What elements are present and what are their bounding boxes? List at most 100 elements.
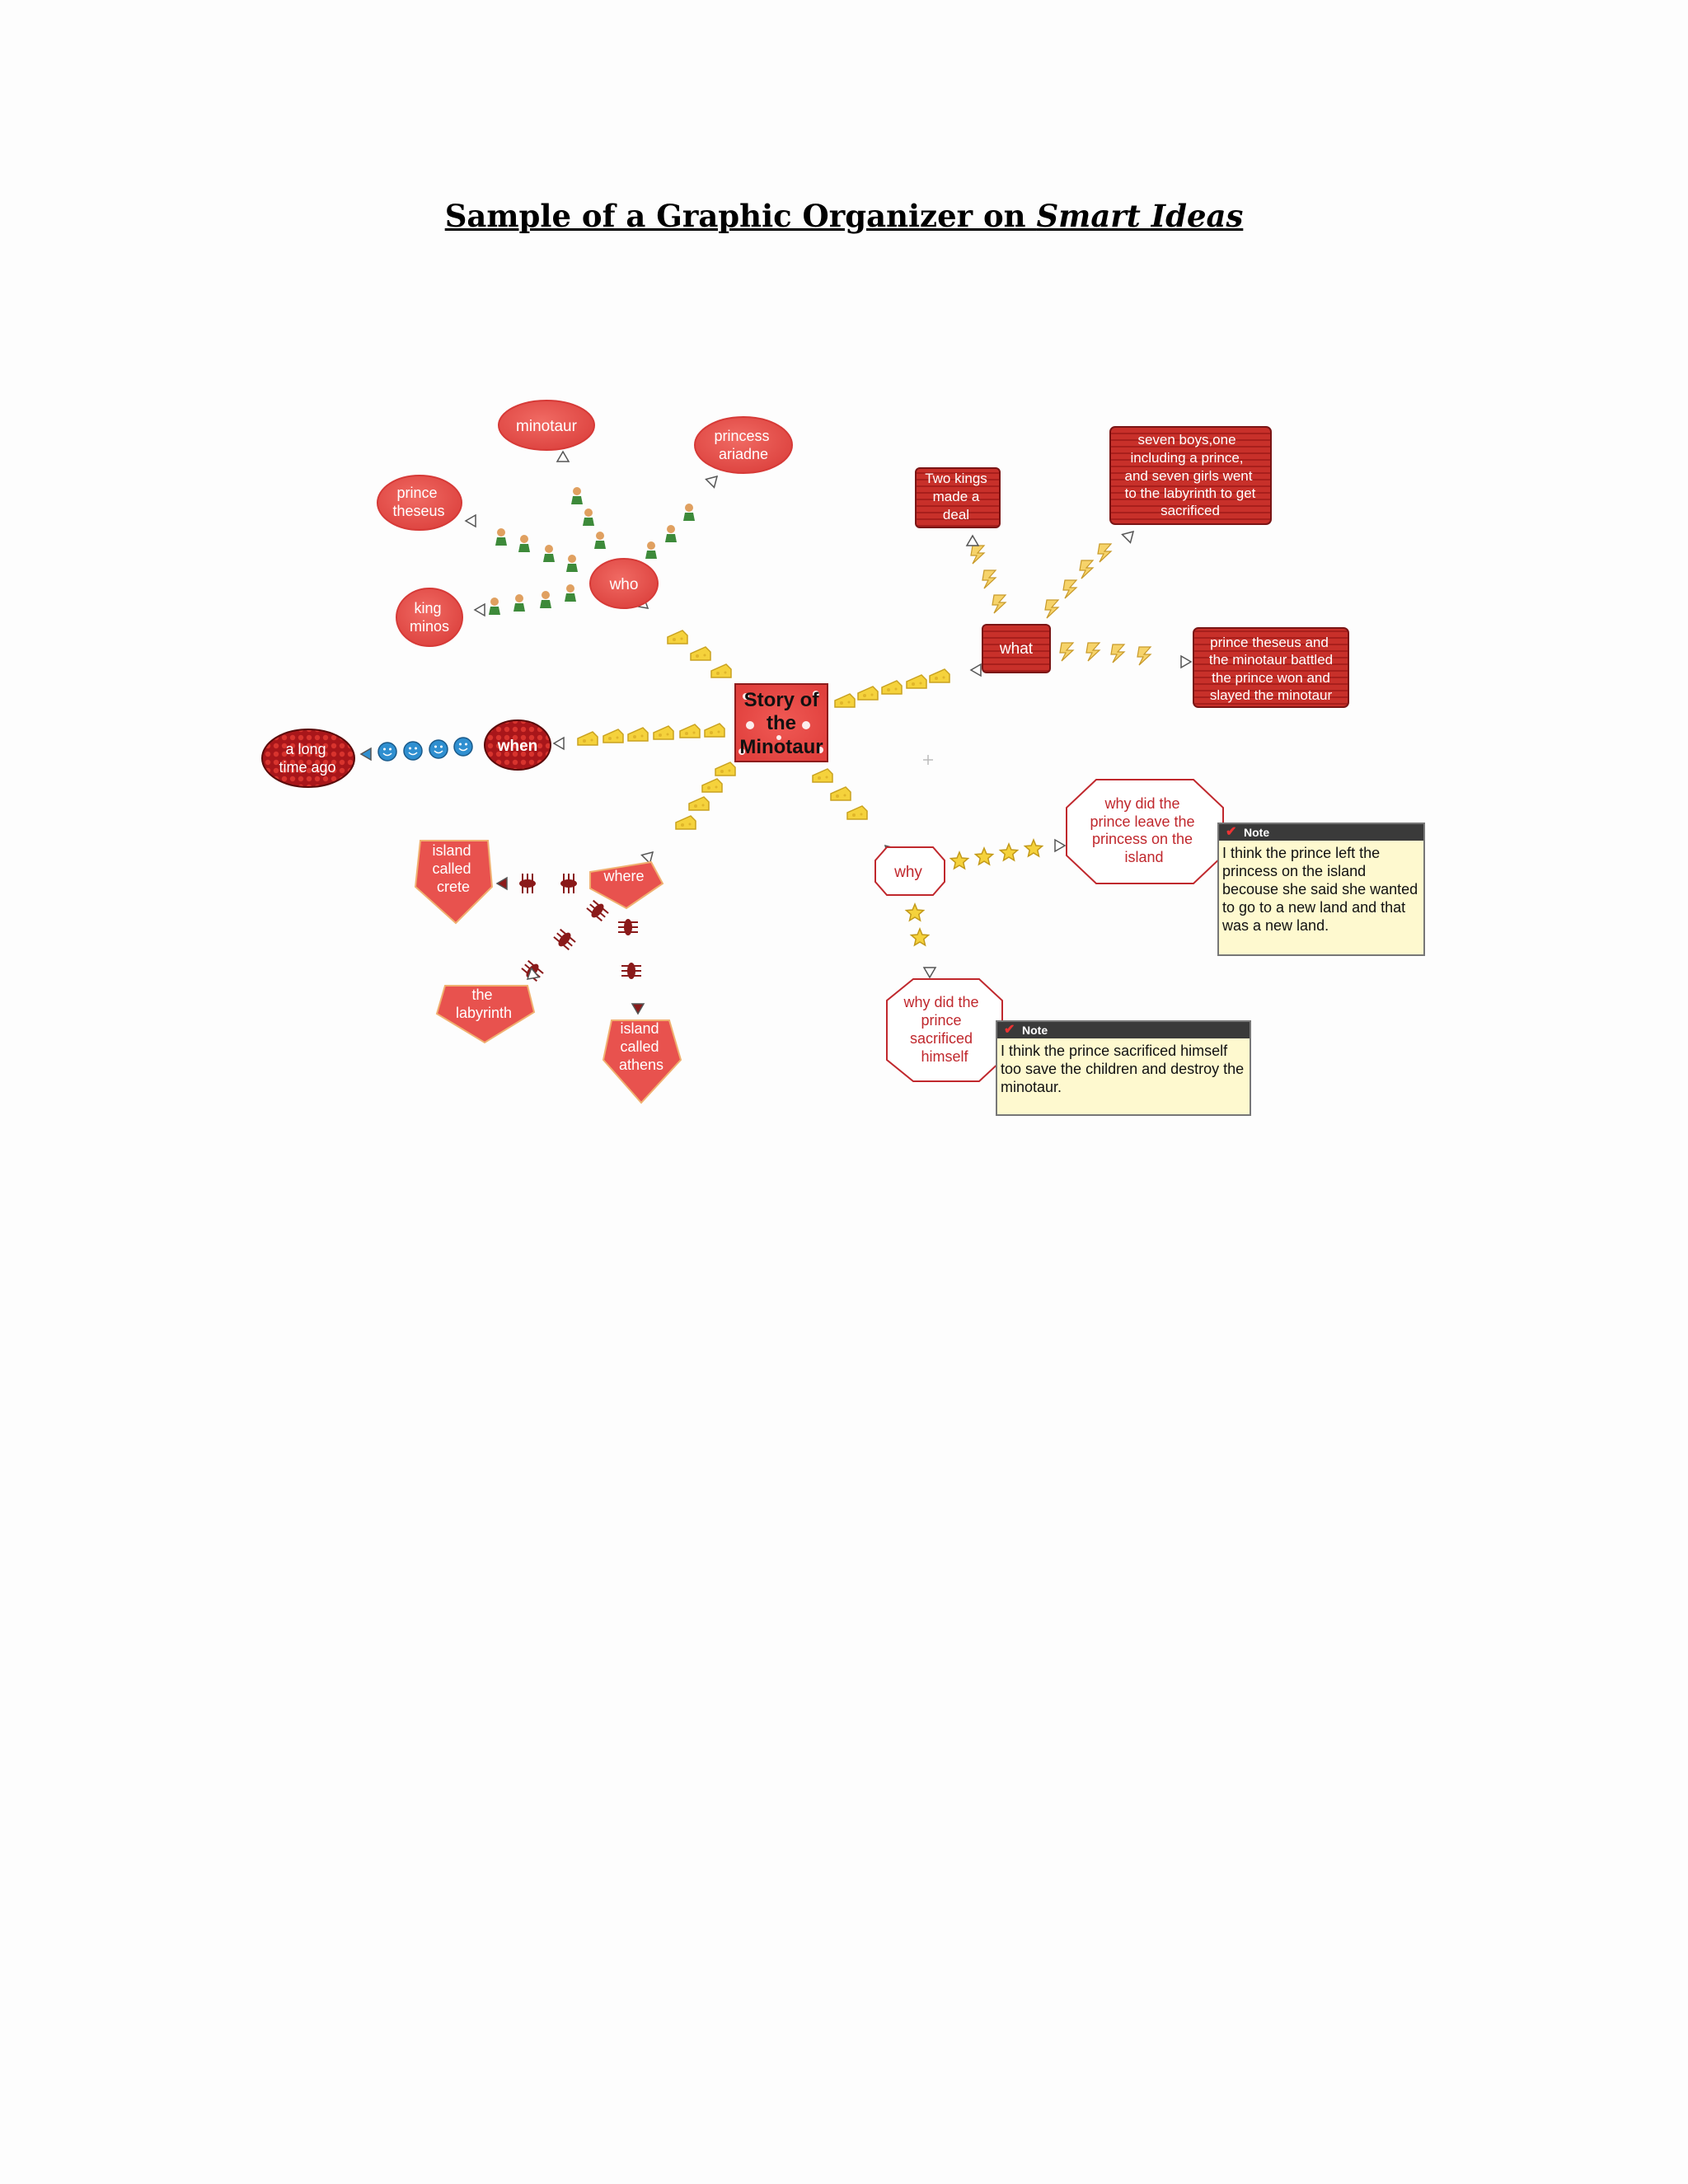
node-seven-boys[interactable]: seven boys,one including a prince, and s… [1109, 426, 1272, 525]
svg-text:crete: crete [437, 879, 470, 895]
lightning-icon [1062, 579, 1078, 599]
cheese-icon [830, 786, 851, 801]
svg-text:labyrinth: labyrinth [456, 1005, 512, 1021]
star-icon [1023, 838, 1044, 858]
svg-text:himself: himself [921, 1048, 968, 1065]
node-why-sacrifice[interactable]: why did the prince sacrificed himself [886, 978, 1003, 1082]
star-icon [949, 851, 970, 870]
cheese-icon [846, 805, 868, 820]
node-why[interactable]: why [874, 846, 945, 896]
svg-text:the minotaur battled: the minotaur battled [1209, 652, 1333, 668]
person-icon [566, 555, 578, 572]
svg-text:time ago: time ago [279, 759, 335, 776]
arrowhead-icon [359, 747, 372, 762]
svg-text:to the labyrinth to get: to the labyrinth to get [1125, 485, 1256, 501]
svg-text:sacrificed: sacrificed [1160, 503, 1220, 518]
svg-text:when: when [497, 738, 538, 755]
person-icon [645, 541, 657, 559]
svg-text:a long: a long [285, 741, 326, 757]
bug-icon [586, 899, 609, 922]
cheese-icon [653, 725, 674, 740]
node-who[interactable]: who [589, 558, 659, 609]
node-two-kings[interactable]: Two kings made a deal [915, 467, 1001, 528]
svg-text:the prince won and: the prince won and [1212, 670, 1330, 686]
cheese-icon [906, 674, 927, 689]
arrowhead-icon [1121, 530, 1135, 544]
node-why-leave[interactable]: why did the prince leave the princess on… [1066, 779, 1224, 884]
svg-text:the: the [471, 987, 492, 1003]
cheese-icon [710, 663, 732, 678]
svg-text:who: who [609, 576, 639, 593]
node-minotaur[interactable]: minotaur [498, 400, 595, 451]
note-why-leave[interactable]: ✔Note I think the prince left the prince… [1217, 823, 1425, 956]
cheese-icon [834, 693, 856, 708]
cheese-icon [688, 796, 710, 811]
svg-text:island: island [1124, 849, 1163, 865]
note-why-sacrifice[interactable]: ✔Note I think the prince sacrificed hims… [996, 1020, 1251, 1116]
node-long-time-ago[interactable]: a long time ago [261, 729, 355, 788]
lightning-icon [1079, 560, 1095, 579]
arrowhead-icon [552, 736, 565, 751]
svg-text:prince: prince [396, 485, 437, 501]
center-line-2: the [767, 712, 796, 734]
smiley-icon [377, 742, 397, 762]
node-the-labyrinth[interactable]: the labyrinth [435, 985, 536, 1044]
lightning-icon [982, 569, 997, 589]
node-prince-theseus[interactable]: prince theseus [377, 475, 462, 531]
person-icon [683, 504, 695, 521]
svg-text:ariadne: ariadne [719, 446, 768, 462]
svg-text:prince theseus and: prince theseus and [1210, 635, 1329, 650]
arrowhead-icon [495, 876, 508, 891]
node-king-minos[interactable]: king minos [396, 588, 463, 647]
bug-icon [618, 919, 638, 935]
node-when[interactable]: when [484, 719, 551, 771]
crosshair-icon [923, 755, 933, 765]
cheese-icon [667, 630, 688, 644]
svg-text:minotaur: minotaur [516, 418, 578, 435]
arrowhead-icon [1054, 838, 1067, 853]
svg-text:made a: made a [933, 489, 980, 504]
center-line-3: Minotaur [739, 736, 823, 758]
arrowhead-icon [1180, 654, 1193, 669]
lightning-icon [1110, 644, 1126, 663]
center-node[interactable]: Story of the Minotaur [734, 683, 828, 762]
star-icon [998, 842, 1020, 862]
svg-text:minos: minos [410, 618, 449, 635]
arrowhead-icon [922, 967, 937, 979]
pushpin-icon: ✔ [1004, 1023, 1015, 1037]
node-island-crete[interactable]: island called crete [414, 840, 494, 925]
node-princess-ariadne[interactable]: princess ariadne [694, 416, 793, 474]
arrowhead-icon [705, 475, 719, 489]
star-icon [904, 902, 926, 922]
person-icon [565, 584, 576, 602]
svg-text:princess on the: princess on the [1092, 831, 1193, 847]
node-prince-battled[interactable]: prince theseus and the minotaur battled … [1193, 627, 1349, 708]
person-icon [495, 528, 507, 546]
cheese-icon [690, 646, 711, 661]
cheese-icon [603, 729, 624, 743]
star-icon [973, 846, 995, 866]
node-what[interactable]: what [982, 624, 1051, 673]
arrowhead-icon [473, 602, 485, 617]
svg-text:athens: athens [619, 1057, 663, 1073]
svg-text:why: why [893, 864, 922, 881]
bug-icon [621, 963, 641, 979]
arrowhead-icon [969, 663, 982, 677]
arrowhead-icon [556, 450, 570, 462]
person-icon [543, 545, 555, 562]
svg-text:what: what [999, 640, 1034, 658]
svg-text:seven boys,one: seven boys,one [1137, 432, 1236, 448]
node-where[interactable]: where [589, 860, 664, 910]
cheese-icon [627, 727, 649, 742]
person-icon [594, 532, 606, 549]
bug-icon [553, 928, 576, 951]
person-icon [583, 509, 594, 526]
note-header: Note [1244, 826, 1270, 839]
arrowhead-icon [526, 967, 541, 980]
svg-text:Two kings: Two kings [925, 471, 987, 486]
node-island-athens[interactable]: island called athens [602, 1019, 682, 1104]
title-prefix: Sample of a Graphic Organizer on [444, 198, 1037, 234]
cheese-icon [715, 762, 736, 776]
svg-text:princess: princess [714, 428, 769, 444]
